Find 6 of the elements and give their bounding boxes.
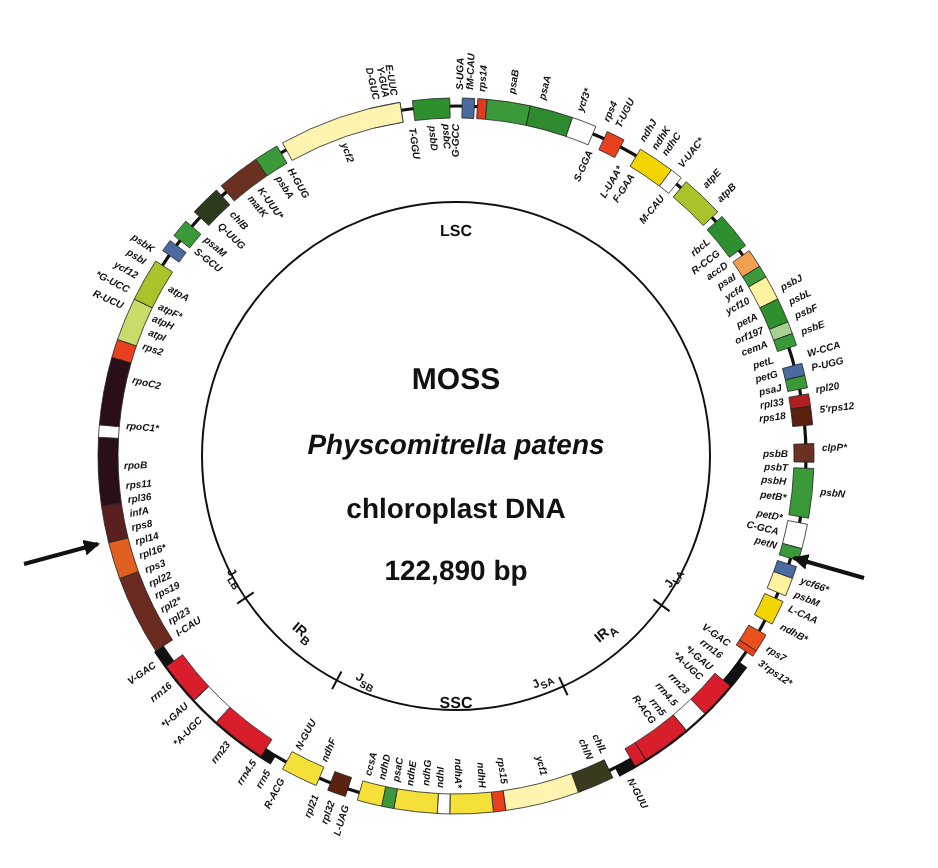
- region-label: LSC: [440, 224, 472, 240]
- map-title: MOSS: [411, 365, 501, 395]
- genome-label: chloroplast DNA: [346, 494, 566, 522]
- genome-size: 122,890 bp: [384, 556, 528, 584]
- region-label: SSC: [439, 696, 473, 712]
- species-name: Physcomitrella patens: [307, 430, 605, 458]
